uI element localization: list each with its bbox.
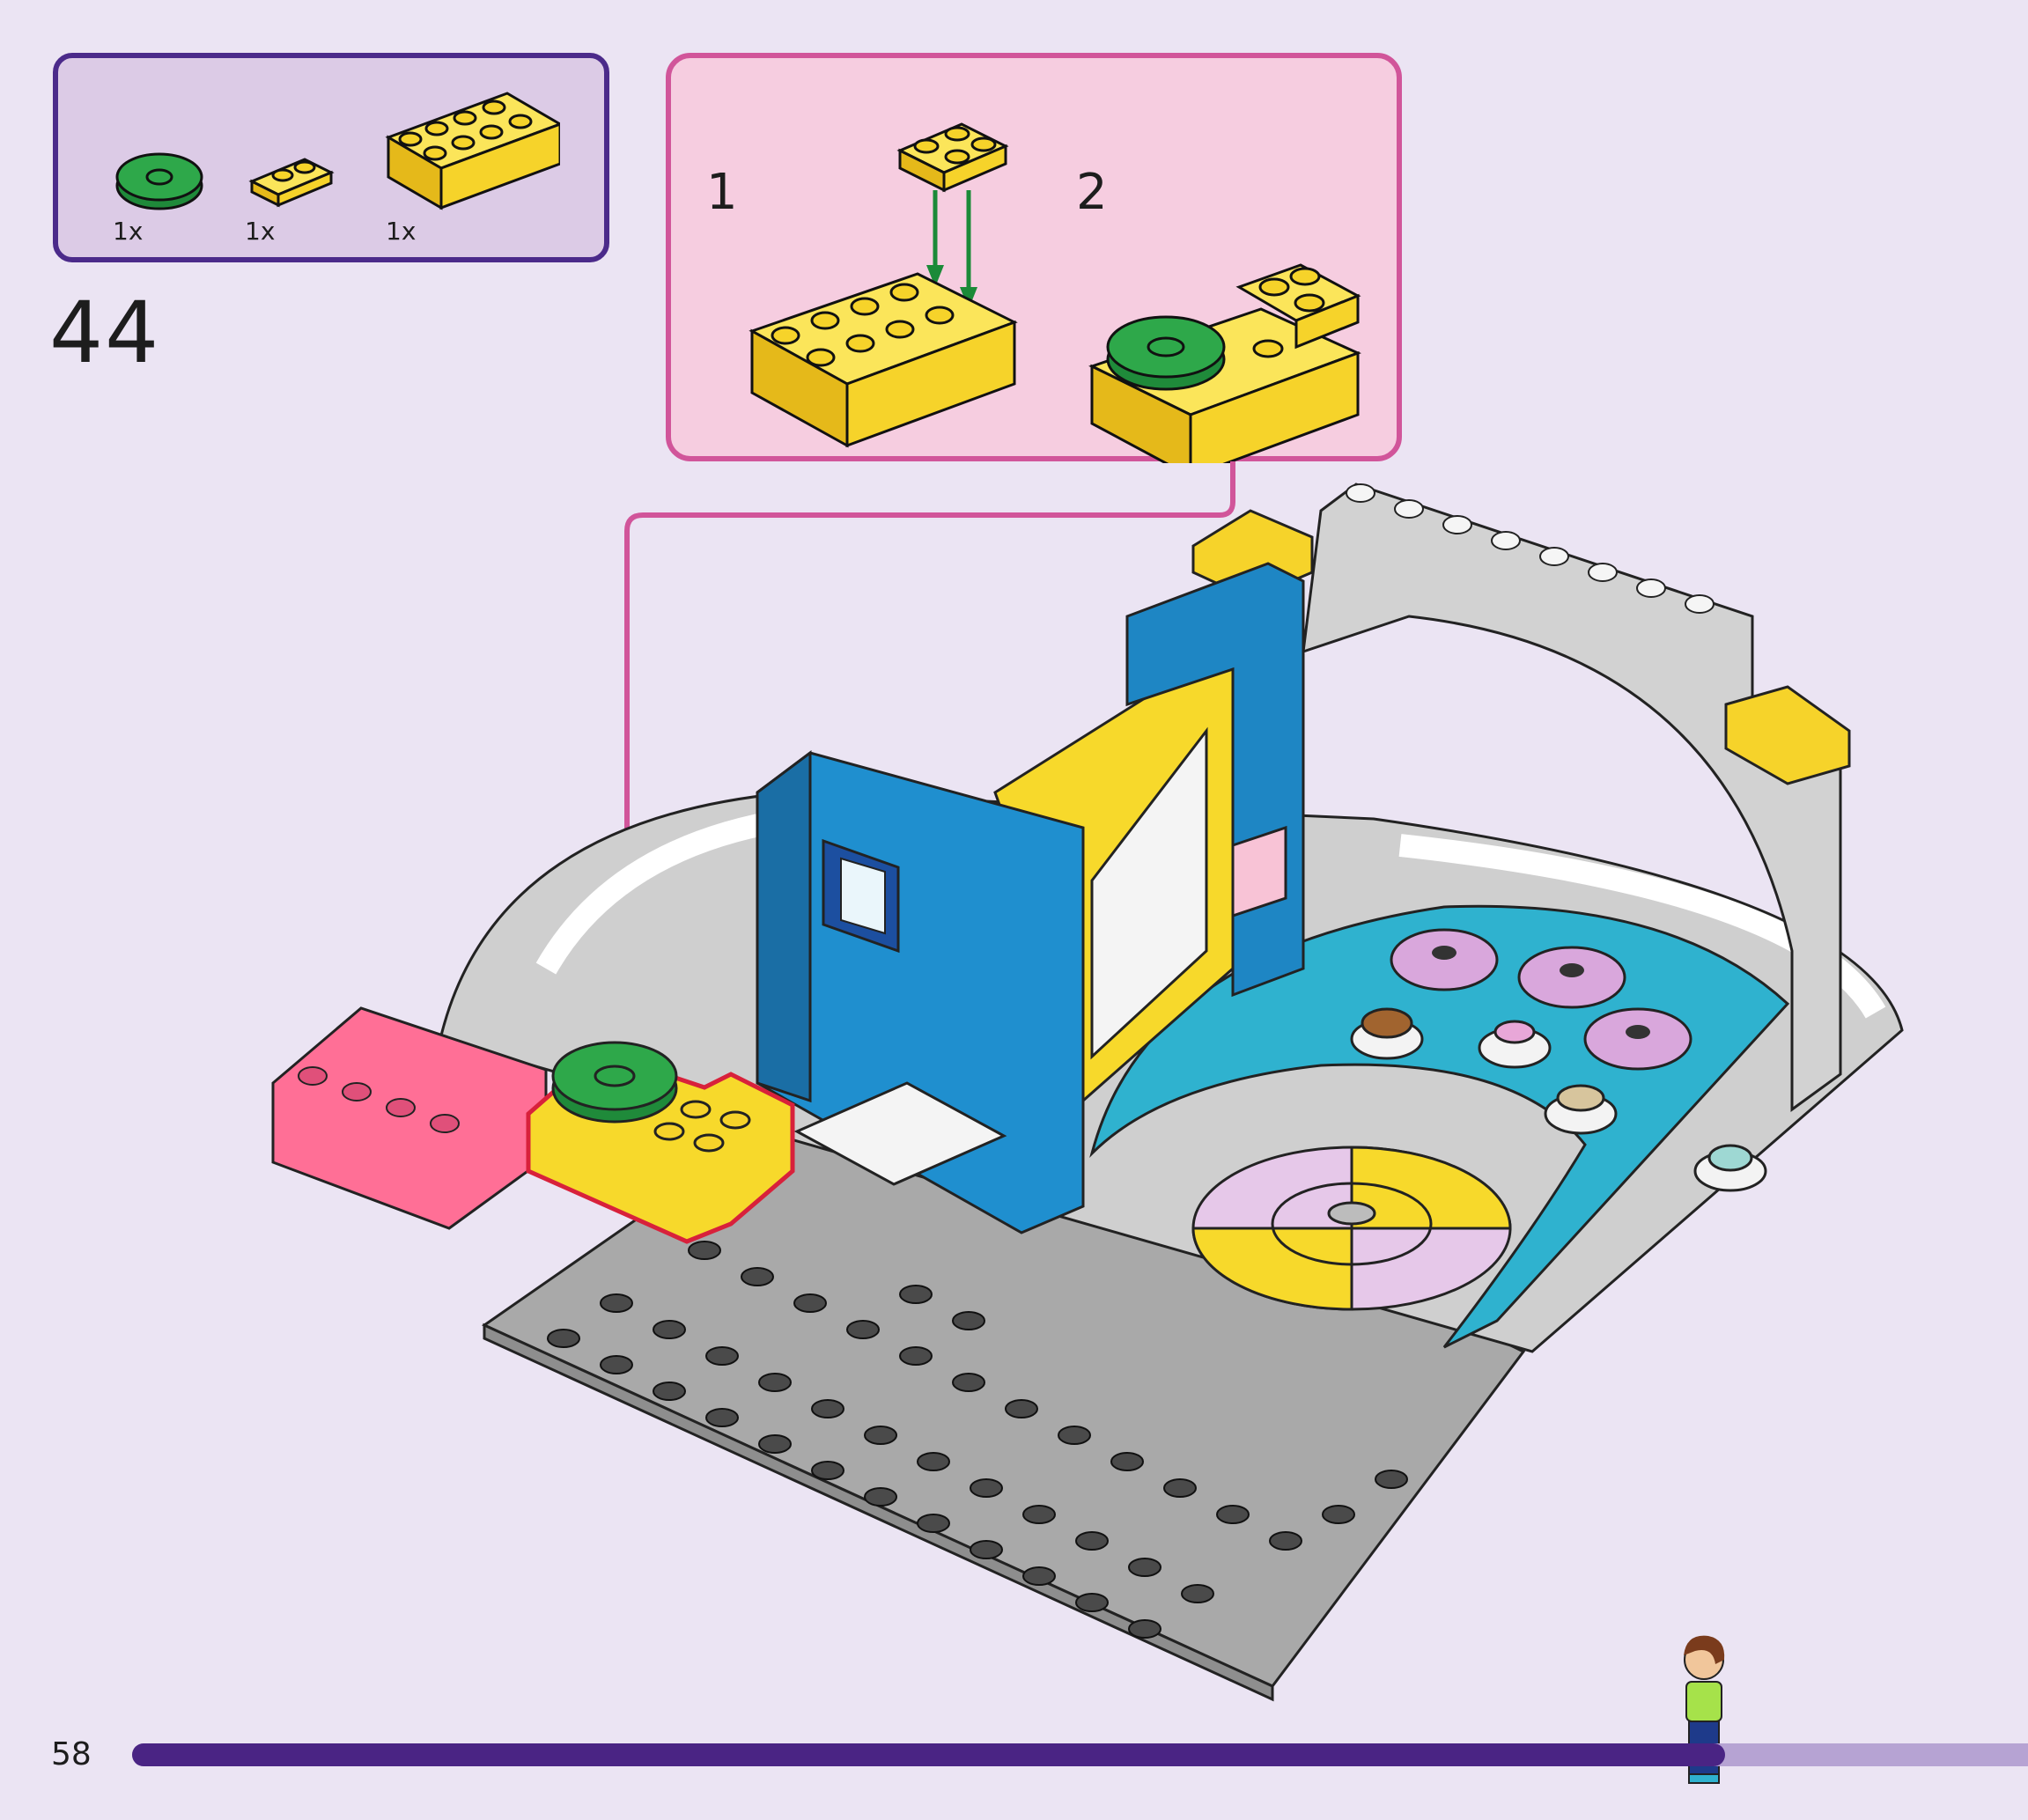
- arch: [1302, 483, 1842, 1112]
- part-quantity-2: 1x: [245, 217, 276, 246]
- sub-assembly-callout: 1 2: [666, 53, 1402, 463]
- yellow-brick-icon: [385, 92, 560, 210]
- falling-plate: [896, 122, 1009, 193]
- callout-pointer-line: [624, 461, 1235, 1030]
- progress-bar-fill: [132, 1743, 1725, 1766]
- part-quantity-3: 1x: [386, 217, 417, 246]
- sub-step-2-illustration: [1088, 263, 1361, 463]
- door-frame: [993, 640, 1235, 1104]
- curved-back-wall: [439, 791, 1904, 1353]
- new-pieces-highlight: [526, 1041, 795, 1244]
- sub-step-1-illustration: [749, 122, 1018, 448]
- progress-bar: [132, 1743, 2028, 1766]
- back-blue-wall: [1125, 562, 1305, 998]
- pink-block: [271, 1006, 548, 1230]
- cake-plates: [1350, 1007, 1767, 1192]
- turntable: [1191, 1146, 1512, 1311]
- yellow-plate-icon: [248, 158, 335, 208]
- page-number: 58: [51, 1736, 92, 1772]
- baseplate: [481, 1042, 1526, 1688]
- front-blue-wall: [756, 751, 1085, 1234]
- base-brick: [749, 272, 1018, 448]
- callout-pointer-arrow-icon: [606, 1013, 648, 1041]
- sub-step-2-label: 2: [1076, 164, 1108, 221]
- parts-list-box: 1x 1x 1x: [53, 53, 609, 262]
- sub-step-1-label: 1: [706, 164, 738, 221]
- blue-floor: [1089, 904, 1790, 1349]
- part-quantity-1: 1x: [113, 217, 144, 246]
- stools: [1390, 928, 1692, 1071]
- step-number: 44: [49, 284, 161, 382]
- green-round-tile-icon: [115, 152, 203, 210]
